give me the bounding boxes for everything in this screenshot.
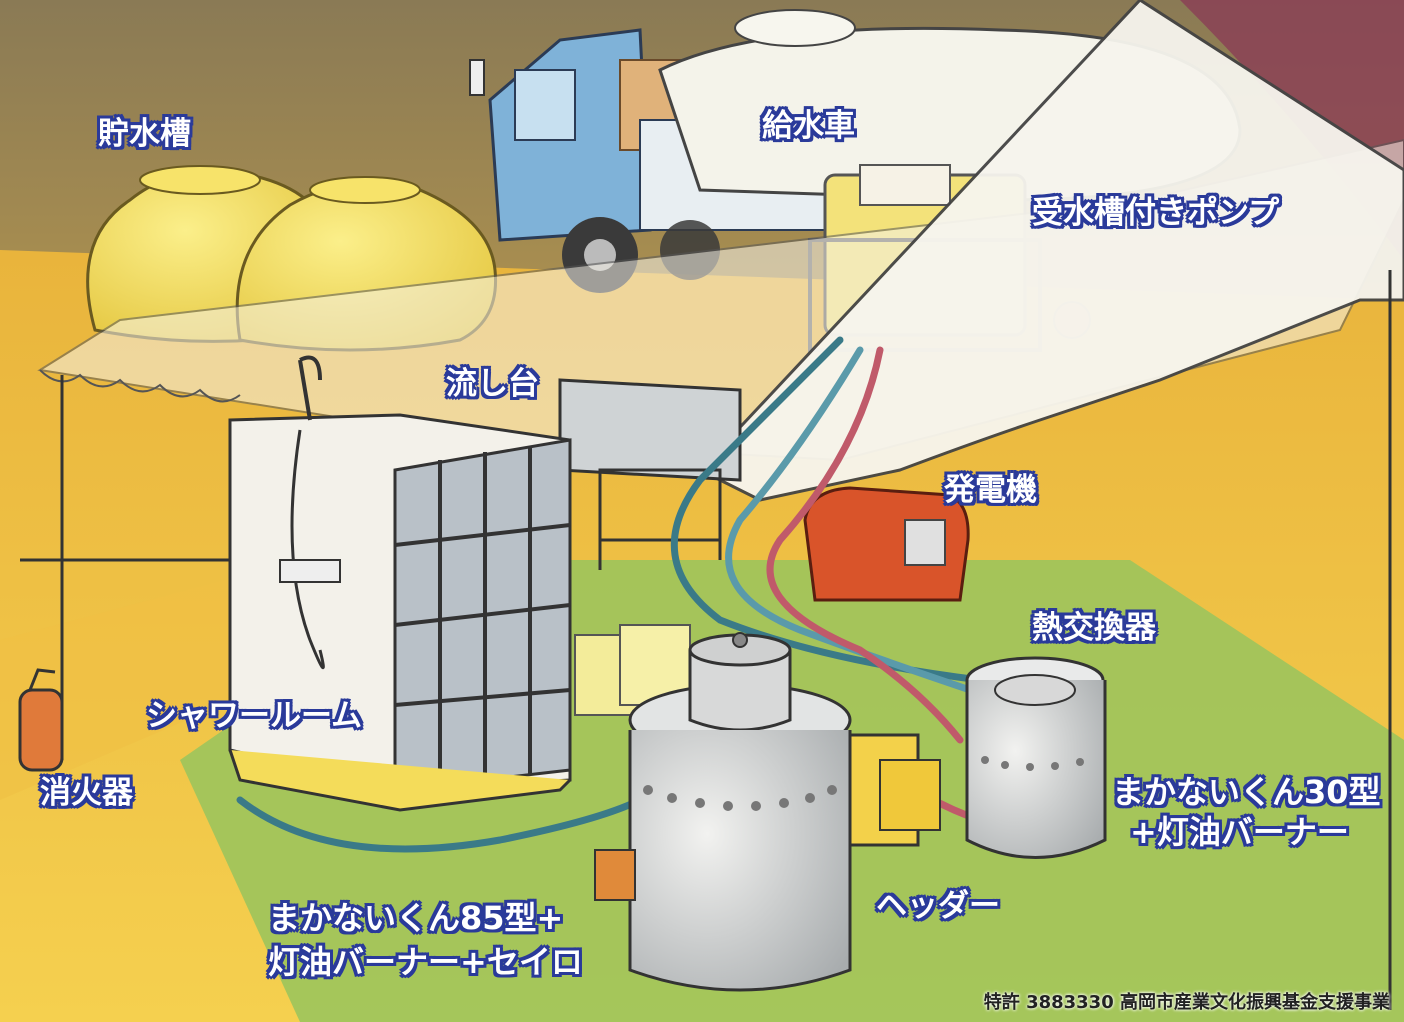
label-header: ヘッダー — [876, 888, 1000, 924]
label-makanaikun85-line1: まかないくん85型+ — [268, 899, 564, 937]
label-makanaikun30-line1: まかないくん30型 — [1112, 773, 1381, 811]
hoses-drawing — [236, 336, 1004, 853]
label-fire-extinguisher: 消火器 — [40, 775, 133, 811]
label-shower-room: シャワールーム — [146, 698, 363, 734]
label-sink: 流し台 — [446, 366, 539, 402]
label-pump-with-tank: 受水槽付きポンプ — [1032, 195, 1280, 231]
sink-drawing — [558, 378, 742, 570]
footer-patent-text: 特許 3883330 高岡市産業文化振興基金支援事業 — [983, 992, 1390, 1013]
label-generator: 発電機 — [944, 472, 1037, 508]
makanaikun30-drawing — [965, 656, 1107, 859]
label-water-truck: 給水車 — [762, 108, 855, 144]
label-water-storage-tank: 貯水槽 — [98, 116, 191, 152]
fire-extinguisher-drawing — [18, 668, 64, 772]
label-makanaikun30-line2: +灯油バーナー — [1130, 813, 1349, 851]
shower-room-drawing — [228, 355, 572, 812]
makanaikun85-drawing — [594, 632, 852, 992]
label-makanaikun85-line2: 灯油バーナー+セイロ — [268, 943, 583, 981]
header-unit-drawing — [846, 733, 941, 847]
background-dark-corner — [1180, 0, 1404, 260]
label-heat-exchanger: 熱交換器 — [1032, 610, 1156, 646]
generator-drawing — [803, 486, 970, 602]
